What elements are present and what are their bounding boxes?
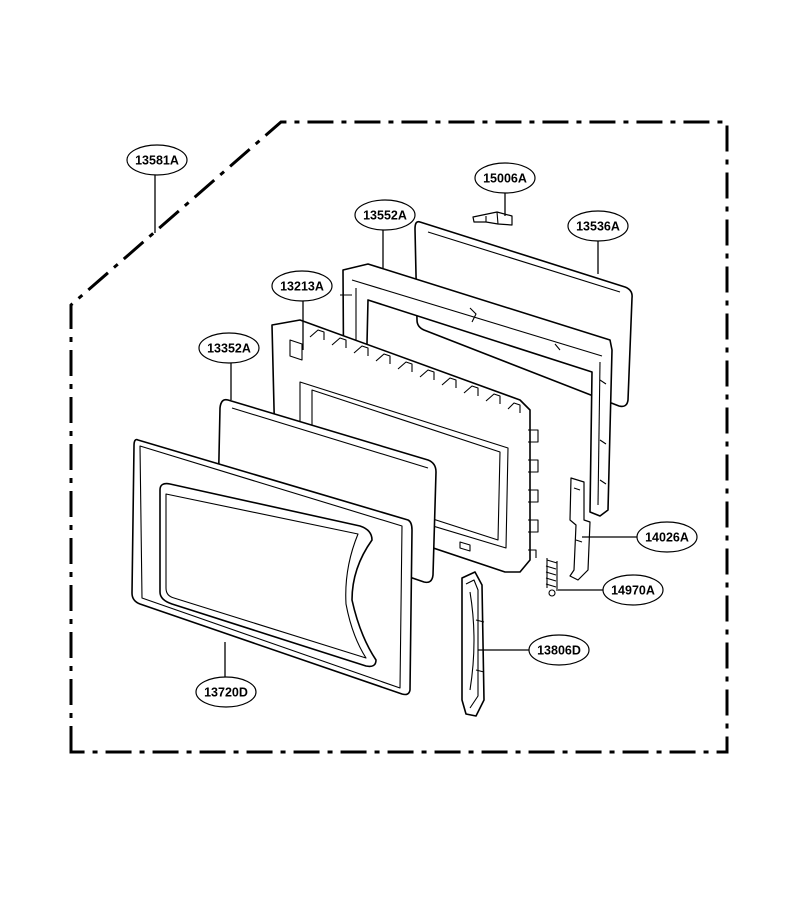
part-number: 13720D xyxy=(204,686,248,700)
callout-13536A: 13536A xyxy=(567,210,629,242)
leader-lines xyxy=(154,175,638,677)
callout-13581A: 13581A xyxy=(126,144,188,176)
callout-15006A: 15006A xyxy=(474,162,536,194)
part-13720D-drawing xyxy=(131,438,413,696)
part-number: 13552A xyxy=(363,209,407,223)
part-13806D-drawing xyxy=(461,571,485,717)
callout-13213A: 13213A xyxy=(271,270,333,302)
callout-14970A: 14970A xyxy=(602,574,664,606)
part-14970A-drawing xyxy=(545,558,558,597)
callout-13806D: 13806D xyxy=(528,634,590,666)
part-15006A-drawing xyxy=(472,211,513,226)
callout-13352A: 13352A xyxy=(198,332,260,364)
part-number: 15006A xyxy=(483,172,527,186)
callout-13552A: 13552A xyxy=(354,199,416,231)
part-number: 13806D xyxy=(537,644,581,658)
callout-13720D: 13720D xyxy=(195,676,257,708)
assembly-boundary xyxy=(69,120,729,754)
part-number: 13213A xyxy=(280,280,324,294)
part-number: 13352A xyxy=(207,342,251,356)
callout-14026A: 14026A xyxy=(636,521,698,553)
part-number: 13536A xyxy=(576,220,620,234)
part-number: 13581A xyxy=(135,154,179,168)
part-number: 14970A xyxy=(611,584,655,598)
part-number: 14026A xyxy=(645,531,689,545)
part-14026A-drawing xyxy=(569,477,591,581)
